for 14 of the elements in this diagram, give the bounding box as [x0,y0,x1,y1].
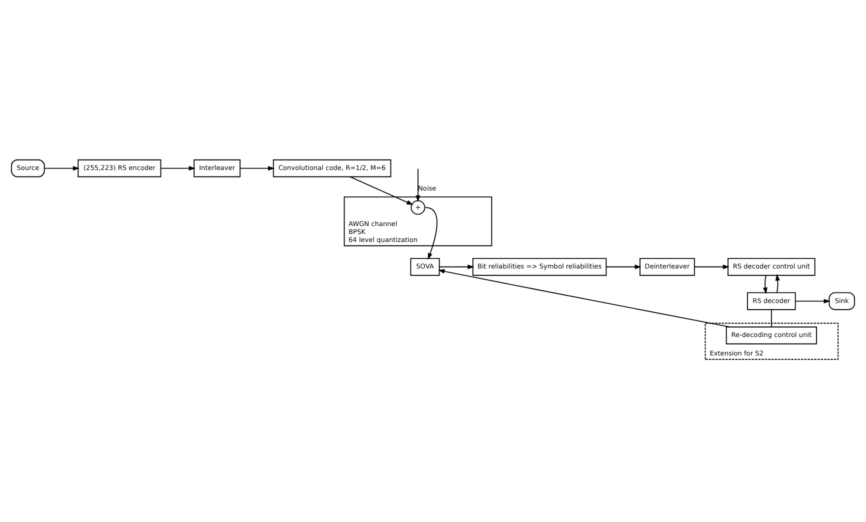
arrow [606,264,642,269]
arrow [795,298,830,303]
connector [770,308,772,327]
arrow [416,168,420,202]
arrow [438,268,730,327]
arrow [438,264,474,269]
arrow [762,274,768,294]
arrow [240,166,275,170]
arrow [160,166,196,170]
arrow [425,206,438,260]
arrow [350,176,414,204]
arrow [694,264,730,269]
arrow [44,166,80,170]
arrow [775,274,780,293]
